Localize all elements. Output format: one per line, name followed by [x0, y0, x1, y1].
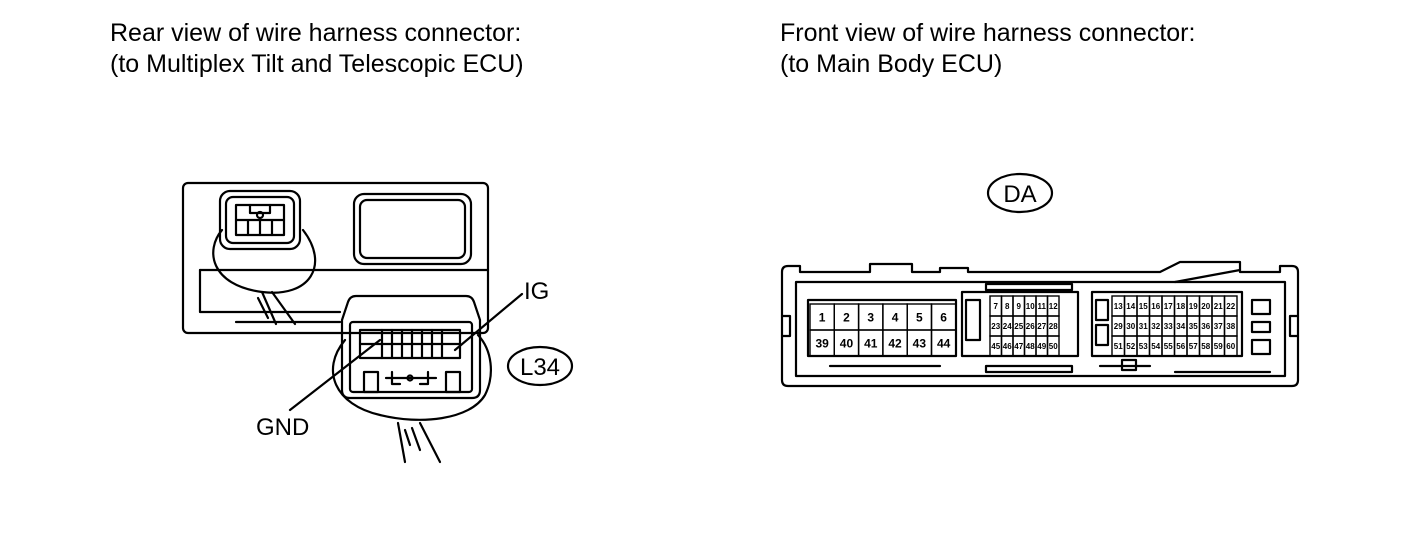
- left-caption: Rear view of wire harness connector: (to…: [110, 18, 524, 80]
- pin-number: 35: [1189, 322, 1198, 331]
- pin-number: 4: [892, 311, 899, 325]
- pin-number: 60: [1226, 342, 1235, 351]
- right-caption-line1: Front view of wire harness connector:: [780, 19, 1196, 47]
- pin-cell: [1046, 335, 1060, 357]
- pin-number: 19: [1189, 302, 1198, 311]
- pin-number: 7: [994, 302, 999, 311]
- pin-number: 11: [1038, 302, 1047, 311]
- pin-number: 52: [1126, 342, 1135, 351]
- small-connector: [212, 189, 317, 326]
- pin-number: 36: [1201, 322, 1210, 331]
- pin-number: 51: [1114, 342, 1123, 351]
- pin-number: 6: [940, 311, 947, 325]
- pin-number: 44: [937, 337, 951, 351]
- pin-number: 22: [1226, 302, 1235, 311]
- pin-number: 20: [1201, 302, 1210, 311]
- pin-number: 2: [843, 311, 850, 325]
- pin-number: 10: [1026, 302, 1035, 311]
- pin-number: 25: [1014, 322, 1023, 331]
- pin-number: 40: [840, 337, 854, 351]
- pin-number: 53: [1139, 342, 1148, 351]
- pin-number: 5: [916, 311, 923, 325]
- pin-number: 30: [1126, 322, 1135, 331]
- pin-number: 29: [1114, 322, 1123, 331]
- pin-number: 57: [1189, 342, 1198, 351]
- pin-number: 14: [1126, 302, 1135, 311]
- pin-number: 38: [1226, 322, 1235, 331]
- pin-cell: [1223, 335, 1238, 357]
- pin-block-a: 1 2 3 4 5 6 39 40 41 42 43 44: [809, 303, 957, 357]
- pin-number: 8: [1005, 302, 1010, 311]
- pin-number: 55: [1164, 342, 1173, 351]
- pin-number: 56: [1176, 342, 1185, 351]
- leader-ig: [453, 292, 524, 352]
- pin-number: 58: [1201, 342, 1210, 351]
- gnd-label: GND: [256, 414, 309, 441]
- l34-connector: [331, 294, 492, 464]
- right-caption: Front view of wire harness connector: (t…: [780, 18, 1195, 80]
- da-code-oval: [986, 172, 1054, 214]
- pin-number: 16: [1151, 302, 1160, 311]
- pin-number: 37: [1214, 322, 1223, 331]
- pin-number: 49: [1037, 342, 1046, 351]
- pin-number: 45: [991, 342, 1000, 351]
- pin-number: 24: [1003, 322, 1012, 331]
- pin-number: 15: [1139, 302, 1148, 311]
- pin-number: 33: [1164, 322, 1173, 331]
- pin-number: 59: [1214, 342, 1223, 351]
- pin-number: 32: [1151, 322, 1160, 331]
- pin-number: 13: [1114, 302, 1123, 311]
- pin-number: 9: [1017, 302, 1022, 311]
- pin-number: 26: [1026, 322, 1035, 331]
- pin-number: 48: [1026, 342, 1035, 351]
- pin-number: 31: [1139, 322, 1148, 331]
- pin-number: 46: [1003, 342, 1012, 351]
- pin-number: 27: [1037, 322, 1046, 331]
- l34-code-oval: [506, 345, 574, 387]
- pin-number: 17: [1164, 302, 1173, 311]
- pin-number: 54: [1151, 342, 1160, 351]
- l34-code: L34: [520, 354, 560, 381]
- pin-number: 12: [1049, 302, 1058, 311]
- pin-number: 42: [888, 337, 902, 351]
- da-code: DA: [1003, 181, 1036, 208]
- pin-number: 50: [1049, 342, 1058, 351]
- pin-number: 1: [819, 311, 826, 325]
- pin-number: 47: [1014, 342, 1023, 351]
- pin-number: 39: [815, 337, 829, 351]
- pin-number: 18: [1176, 302, 1185, 311]
- pin-number: 3: [867, 311, 874, 325]
- pin-number: 43: [913, 337, 927, 351]
- pin-cell: [930, 329, 957, 357]
- right-caption-line2: (to Main Body ECU): [780, 50, 1003, 78]
- ecu-housing: [181, 181, 490, 335]
- pin-number: 41: [864, 337, 878, 351]
- pin-number: 34: [1176, 322, 1185, 331]
- left-caption-line2: (to Multiplex Tilt and Telescopic ECU): [110, 50, 524, 78]
- pin-number: 21: [1214, 302, 1223, 311]
- ig-label: IG: [524, 278, 549, 305]
- pin-number: 23: [991, 322, 1000, 331]
- pin-number: 28: [1049, 322, 1058, 331]
- left-caption-line1: Rear view of wire harness connector:: [110, 19, 522, 47]
- leader-gnd: [288, 338, 382, 412]
